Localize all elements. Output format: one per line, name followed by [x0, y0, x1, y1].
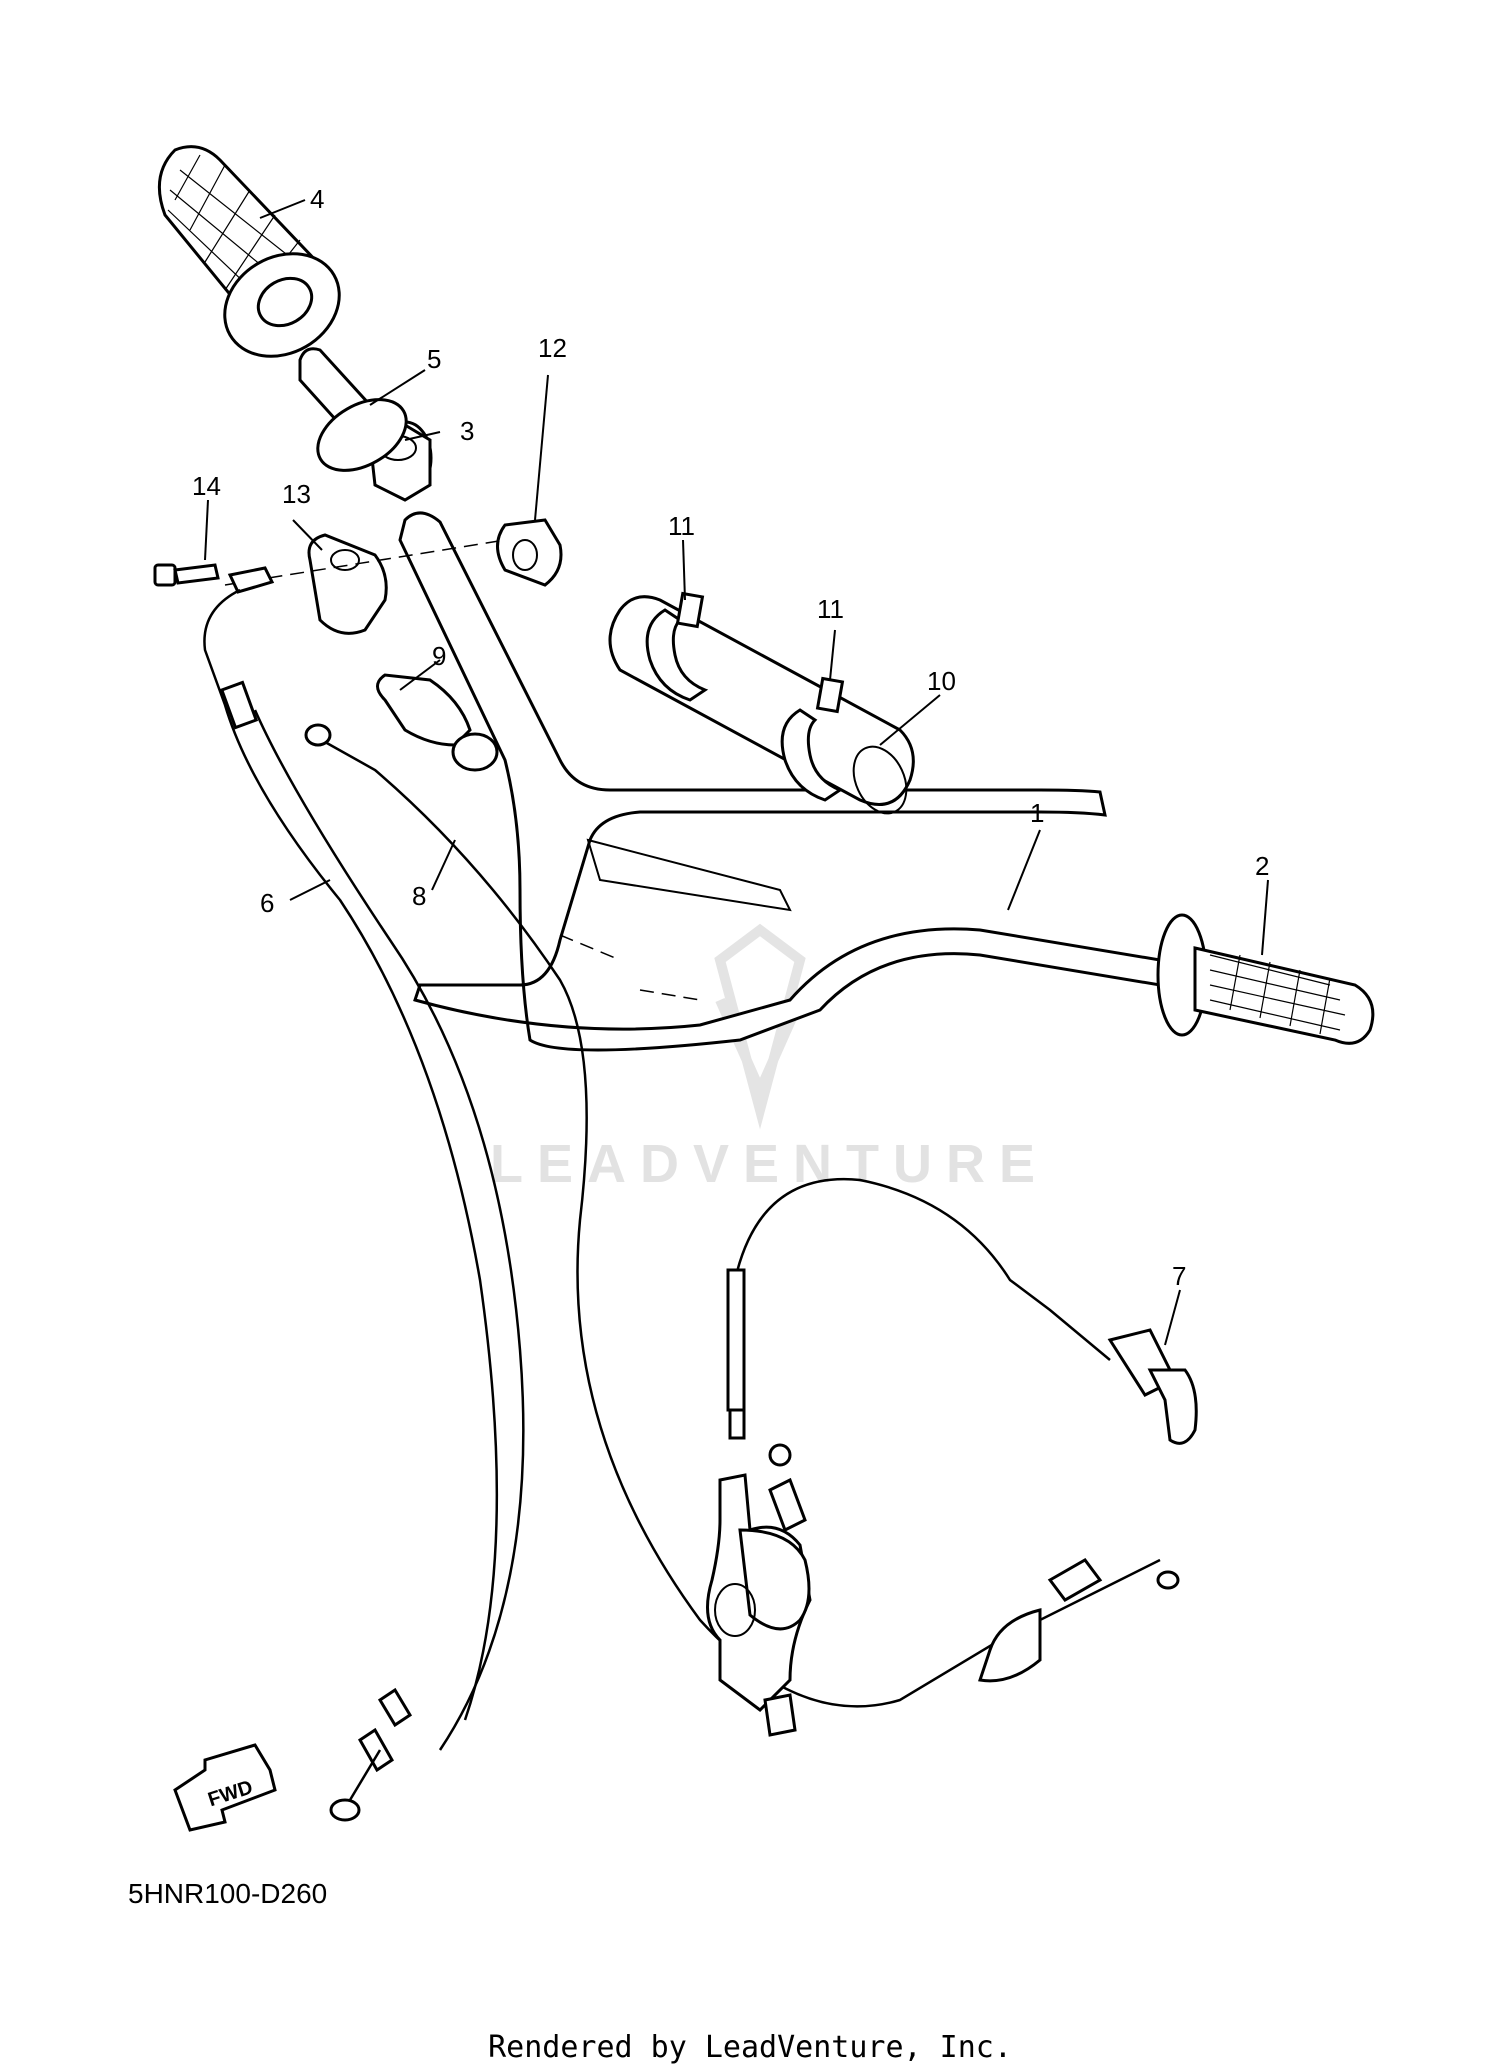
assembly-line [224, 539, 506, 586]
callout-4: 4 [310, 184, 324, 214]
handlebar[interactable] [398, 511, 1162, 1052]
lever-clamp-lower[interactable] [496, 518, 563, 587]
callout-6: 6 [260, 888, 274, 918]
leader-lines [204, 199, 1269, 1346]
throttle-tube[interactable] [298, 347, 419, 485]
callout-12: 12 [538, 333, 567, 363]
pad-band-1[interactable] [645, 591, 709, 702]
callout-9: 9 [432, 641, 446, 671]
callout-2: 2 [1255, 851, 1269, 881]
callout-8: 8 [412, 881, 426, 911]
right-grip[interactable] [1156, 913, 1375, 1045]
callout-1: 1 [1030, 798, 1044, 828]
diagram-code: 5HNR100-D260 [128, 1878, 328, 1909]
callout-7: 7 [1172, 1261, 1186, 1291]
watermark-text: LEADVENTURE [490, 1134, 1049, 1194]
callouts: 4 5 3 12 13 14 11 11 10 9 1 2 6 8 7 [192, 184, 1269, 1291]
watermark: LEADVENTURE [490, 923, 1049, 1194]
pad-band-2[interactable] [780, 676, 845, 802]
carburetor[interactable] [706, 1268, 812, 1737]
callout-11b: 11 [817, 594, 844, 624]
callout-3: 3 [460, 416, 474, 446]
throttle-cable[interactable] [203, 566, 525, 1822]
footer-credit: Rendered by LeadVenture, Inc. [488, 2030, 1012, 2065]
choke-lever[interactable] [733, 1177, 1198, 1445]
forward-direction-arrow: FWD [173, 1743, 277, 1832]
cable-holder[interactable] [376, 673, 499, 772]
callout-10: 10 [927, 666, 956, 696]
left-grip[interactable] [157, 145, 358, 377]
handlebar-pad[interactable] [608, 595, 917, 822]
callout-14: 14 [192, 471, 221, 501]
lever-holder[interactable] [307, 533, 388, 635]
callout-5: 5 [427, 344, 441, 374]
callout-13: 13 [282, 479, 311, 509]
bolt[interactable] [153, 563, 220, 587]
callout-11a: 11 [668, 511, 695, 541]
